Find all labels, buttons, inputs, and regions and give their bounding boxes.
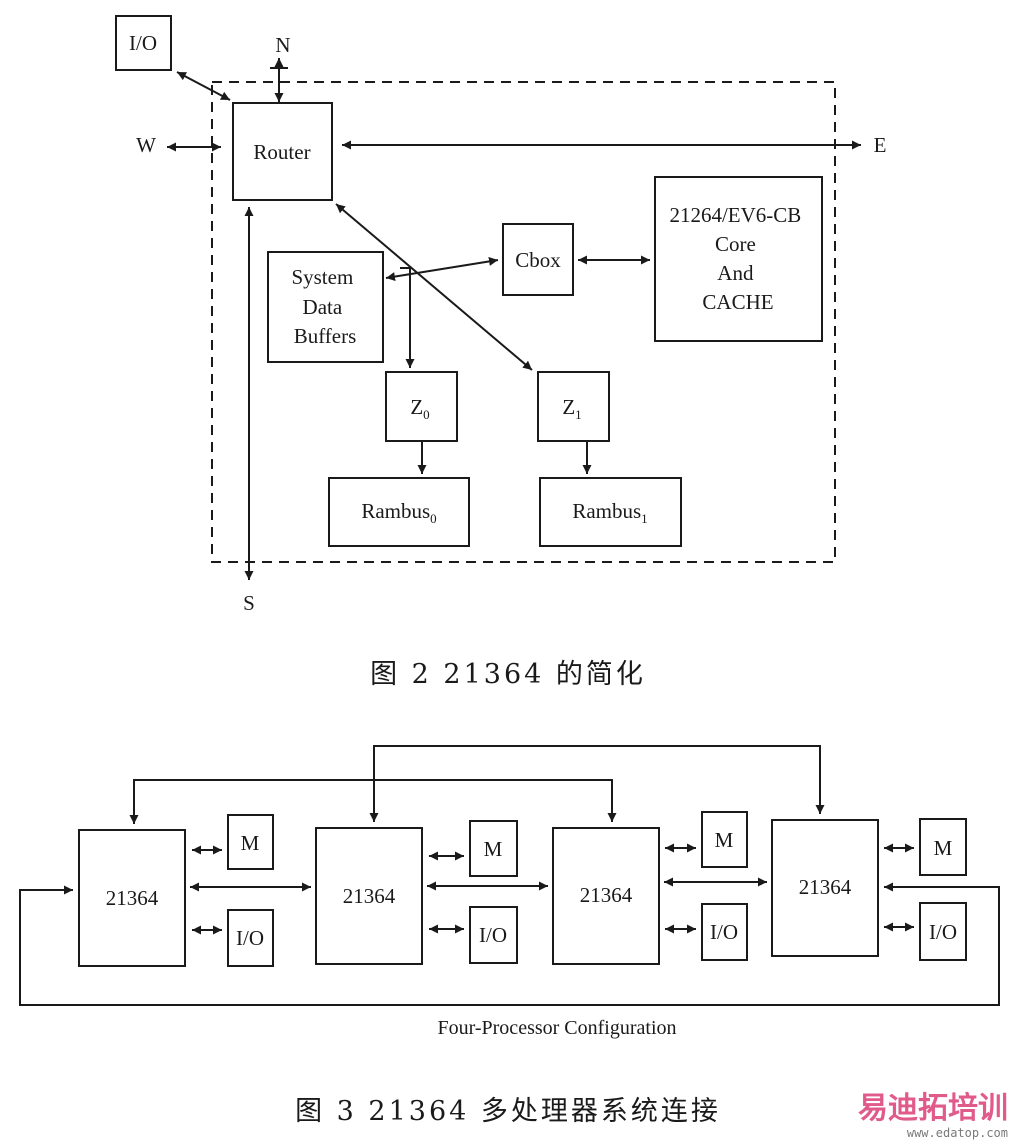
- io-4-box: [919, 902, 967, 961]
- router-box: [232, 102, 333, 201]
- router-label: Router: [253, 140, 310, 164]
- processor-1-label: 21364: [106, 886, 159, 910]
- rambus0-label: Rambus0: [361, 499, 436, 526]
- east-label: E: [874, 133, 887, 157]
- west-label: W: [136, 133, 156, 157]
- chip-boundary: [211, 81, 836, 563]
- junction-z0-link: [400, 267, 415, 368]
- memory-2-label: M: [484, 837, 503, 861]
- south-label: S: [243, 591, 255, 615]
- core-cache-box: [654, 176, 823, 342]
- memory-3-label: M: [715, 828, 734, 852]
- memory-1-box: [227, 814, 274, 870]
- processor-2-label: 21364: [343, 884, 396, 908]
- io-1-box: [227, 909, 274, 967]
- io-2-box: [469, 906, 518, 964]
- figure-2: I/O Router N W E S System Data Buffers C…: [115, 15, 887, 690]
- watermark: 易迪拓培训 www.edatop.com: [858, 1091, 1008, 1140]
- rambus1-box: [539, 477, 682, 547]
- memory-4-label: M: [934, 836, 953, 860]
- rambus1-label: Rambus1: [572, 499, 647, 526]
- memory-1-label: M: [241, 831, 260, 855]
- north-label: N: [275, 33, 290, 57]
- memory-4-box: [919, 818, 967, 876]
- io-3-box: [701, 903, 748, 961]
- io-box-label: I/O: [129, 31, 157, 55]
- io-4-label: I/O: [929, 920, 957, 944]
- figure-3: 21364 21364 21364 21364 M I/O M I/O M I/…: [19, 745, 1000, 1127]
- figure-2-caption: 图 2 21364 的简化: [370, 659, 646, 690]
- z1-label: Z1: [562, 395, 581, 422]
- p2-p4-overhead-link: [369, 745, 825, 822]
- z0-box: [385, 371, 458, 442]
- z0-label: Z0: [410, 395, 429, 422]
- processor-4-label: 21364: [799, 875, 852, 899]
- watermark-brand: 易迪拓培训: [858, 1091, 1008, 1126]
- processor-3-box: [552, 827, 660, 965]
- processor-3-label: 21364: [580, 883, 633, 907]
- processor-1-box: [78, 829, 186, 967]
- core-cache-label: 21264/EV6-CB Core And CACHE: [669, 203, 806, 314]
- figure-3-caption: 图 3 21364 多处理器系统连接: [295, 1096, 721, 1127]
- buffers-cbox-link: [385, 256, 499, 282]
- z1-box: [537, 371, 610, 442]
- watermark-url: www.edatop.com: [907, 1126, 1008, 1140]
- processor-2-box: [315, 827, 423, 965]
- p4-p1-wraparound-link: [19, 882, 1000, 1006]
- io-box: [115, 15, 172, 71]
- io-3-label: I/O: [710, 920, 738, 944]
- cbox-label: Cbox: [515, 248, 561, 272]
- rambus0-box: [328, 477, 470, 547]
- io-1-label: I/O: [236, 926, 264, 950]
- router-z1-link: [335, 203, 533, 371]
- io-2-label: I/O: [479, 923, 507, 947]
- io-router-link: [176, 71, 231, 101]
- figure-3-subtitle: Four-Processor Configuration: [437, 1017, 676, 1039]
- memory-2-box: [469, 820, 518, 877]
